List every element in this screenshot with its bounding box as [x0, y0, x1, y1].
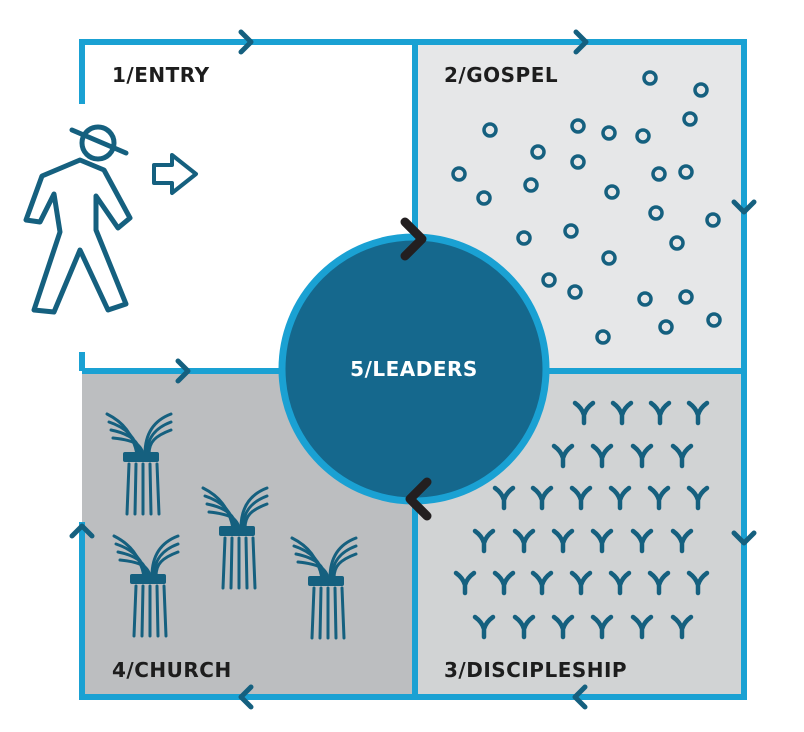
- gospel-label: 2/GOSPEL: [444, 63, 558, 87]
- circle-icon: [595, 329, 611, 345]
- circle-icon: [648, 205, 664, 221]
- y-sprout-icon: [512, 614, 536, 640]
- circle-icon: [678, 289, 694, 305]
- y-sprout-icon: [530, 570, 554, 596]
- y-sprout-icon: [686, 485, 710, 511]
- y-sprout-icon: [530, 485, 554, 511]
- y-sprout-icon: [512, 528, 536, 554]
- circle-icon: [530, 144, 546, 160]
- y-sprout-icon: [590, 614, 614, 640]
- entry-label: 1/ENTRY: [112, 63, 210, 87]
- circle-icon: [601, 250, 617, 266]
- discipleship-y-marks: [453, 400, 710, 640]
- y-sprout-icon: [492, 485, 516, 511]
- y-sprout-icon: [670, 443, 694, 469]
- circle-icon: [451, 166, 467, 182]
- discipleship-label: 3/DISCIPLESHIP: [444, 658, 627, 682]
- circle-icon: [682, 111, 698, 127]
- chevron-left-icon: [572, 684, 588, 710]
- circle-icon: [541, 272, 557, 288]
- y-sprout-icon: [670, 528, 694, 554]
- chevron-right-icon: [400, 217, 427, 261]
- circle-icon: [678, 164, 694, 180]
- circle-icon: [637, 291, 653, 307]
- leaders-label: 5/LEADERS: [350, 357, 478, 381]
- church-label: 4/CHURCH: [112, 658, 232, 682]
- y-sprout-icon: [492, 570, 516, 596]
- circle-icon: [651, 166, 667, 182]
- circle-icon: [658, 319, 674, 335]
- y-sprout-icon: [608, 570, 632, 596]
- y-sprout-icon: [551, 443, 575, 469]
- y-sprout-icon: [569, 570, 593, 596]
- y-sprout-icon: [647, 570, 671, 596]
- y-sprout-icon: [590, 528, 614, 554]
- circle-icon: [516, 230, 532, 246]
- y-sprout-icon: [472, 528, 496, 554]
- y-sprout-icon: [472, 614, 496, 640]
- y-sprout-icon: [630, 528, 654, 554]
- circle-icon: [523, 177, 539, 193]
- circle-icon: [570, 118, 586, 134]
- circle-icon: [604, 184, 620, 200]
- circle-icon: [567, 284, 583, 300]
- y-sprout-icon: [551, 528, 575, 554]
- y-sprout-icon: [630, 443, 654, 469]
- y-sprout-icon: [610, 400, 634, 426]
- chevron-left-icon: [405, 477, 432, 521]
- y-sprout-icon: [647, 485, 671, 511]
- y-sprout-icon: [686, 570, 710, 596]
- gospel-circle-marks: [451, 70, 722, 345]
- circle-icon: [476, 190, 492, 206]
- leaders-circle: [278, 217, 550, 521]
- circle-icon: [706, 312, 722, 328]
- y-sprout-icon: [453, 570, 477, 596]
- circle-icon: [563, 223, 579, 239]
- circle-icon: [642, 70, 658, 86]
- circle-icon: [693, 82, 709, 98]
- y-sprout-icon: [630, 614, 654, 640]
- y-sprout-icon: [608, 485, 632, 511]
- y-sprout-icon: [572, 400, 596, 426]
- chevron-right-icon: [175, 358, 191, 384]
- chevron-right-icon: [238, 29, 254, 55]
- circle-icon: [601, 125, 617, 141]
- y-sprout-icon: [590, 443, 614, 469]
- circle-icon: [482, 122, 498, 138]
- flow-chevrons: [69, 29, 757, 710]
- circle-icon: [635, 128, 651, 144]
- right-arrow-icon: [152, 153, 198, 195]
- chevron-down-icon: [731, 530, 757, 546]
- chevron-down-icon: [731, 199, 757, 215]
- circle-icon: [570, 154, 586, 170]
- chevron-right-icon: [573, 29, 589, 55]
- circle-icon: [705, 212, 721, 228]
- y-sprout-icon: [569, 485, 593, 511]
- y-sprout-icon: [551, 614, 575, 640]
- y-sprout-icon: [648, 400, 672, 426]
- chevron-up-icon: [69, 523, 95, 539]
- chevron-left-icon: [238, 684, 254, 710]
- circle-icon: [669, 235, 685, 251]
- y-sprout-icon: [686, 400, 710, 426]
- walking-person-icon: [23, 124, 133, 315]
- y-sprout-icon: [670, 614, 694, 640]
